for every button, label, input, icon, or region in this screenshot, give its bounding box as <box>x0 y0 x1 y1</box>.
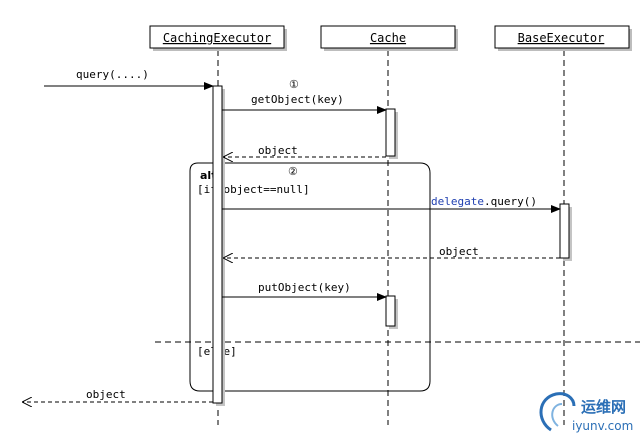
watermark-secondary: iyunv.com <box>572 419 633 433</box>
message-delegate-query-label: delegate.query() <box>431 195 537 208</box>
participant-cache: Cache <box>320 25 458 51</box>
participant-label: Cache <box>370 31 406 45</box>
step-marker-two: ② <box>288 165 298 178</box>
alt-guard-if: [if object==null] <box>197 183 310 196</box>
alt-keyword: alt <box>200 169 216 182</box>
activation-cache-get <box>385 108 396 157</box>
delegate-keyword: delegate <box>431 195 484 208</box>
activation-base-executor <box>559 203 570 259</box>
participant-base-executor: BaseExecutor <box>494 25 632 51</box>
message-query-label: query(....) <box>76 68 149 81</box>
message-getobject-label: getObject(key) <box>251 93 344 106</box>
message-putobject-label: putObject(key) <box>258 281 351 294</box>
watermark-logo: 运维网 iyunv.com <box>539 392 633 433</box>
participant-label: CachingExecutor <box>163 31 271 45</box>
activation-cache-put <box>385 295 396 327</box>
delegate-method: .query() <box>484 195 537 208</box>
alt-frame: alt [if object==null] [else] <box>155 162 640 392</box>
step-marker-one: ① <box>289 78 299 91</box>
participant-caching-executor: CachingExecutor <box>149 25 287 51</box>
message-final-return-label: object <box>86 388 126 401</box>
message-object-return-2-label: object <box>439 245 479 258</box>
participant-label: BaseExecutor <box>518 31 605 45</box>
activation-caching-executor <box>212 85 223 404</box>
message-object-return-1-label: object <box>258 144 298 157</box>
logo-swirl-icon <box>539 392 576 432</box>
watermark-primary: 运维网 <box>581 398 626 416</box>
